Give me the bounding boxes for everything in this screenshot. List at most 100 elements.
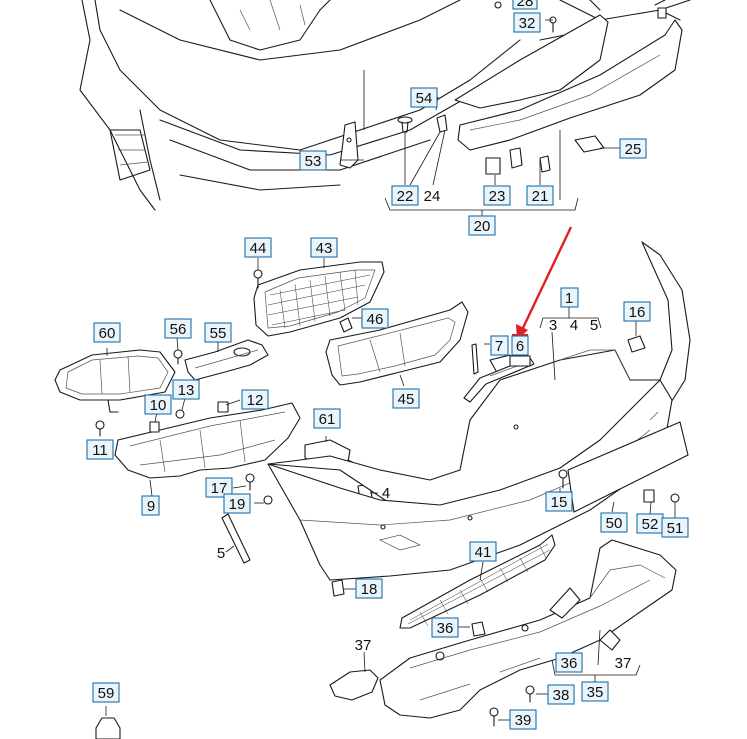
callout-59: 59 (92, 682, 120, 703)
callout-53: 53 (299, 150, 327, 171)
label-5b: 5 (217, 545, 225, 562)
callout-23: 23 (483, 185, 511, 206)
clip-18 (331, 579, 345, 597)
plug-59 (95, 717, 121, 739)
svg-text:18: 18 (361, 581, 378, 598)
svg-text:38: 38 (553, 687, 570, 704)
svg-text:23: 23 (489, 188, 506, 205)
svg-text:16: 16 (629, 304, 646, 321)
svg-text:44: 44 (250, 240, 267, 257)
label-24: 24 (424, 188, 441, 205)
callout-61: 61 (313, 408, 341, 429)
callout-52: 52 (636, 513, 664, 534)
callout-41: 41 (469, 541, 497, 562)
frame-45 (325, 301, 469, 386)
callout-18: 18 (355, 578, 383, 599)
screw-17 (245, 473, 255, 491)
svg-text:37: 37 (615, 655, 632, 672)
lamp-60 (54, 349, 176, 413)
bolt-32 (549, 16, 557, 33)
svg-text:4: 4 (382, 485, 390, 502)
grille-43 (253, 261, 385, 337)
label-4: 4 (570, 317, 578, 334)
callout-36-b: 36 (555, 652, 583, 673)
svg-text:41: 41 (475, 544, 492, 561)
label-3: 3 (549, 317, 557, 334)
svg-text:46: 46 (367, 311, 384, 328)
svg-text:12: 12 (247, 392, 264, 409)
svg-text:54: 54 (416, 90, 433, 107)
callout-38: 38 (547, 684, 575, 705)
svg-text:35: 35 (587, 684, 604, 701)
svg-text:13: 13 (178, 382, 195, 399)
bolt-52 (643, 489, 655, 503)
callout-25: 25 (619, 138, 647, 159)
callout-46: 46 (361, 308, 389, 329)
svg-text:22: 22 (397, 188, 414, 205)
callout-39: 39 (509, 709, 537, 730)
callout-15: 15 (545, 491, 573, 512)
bolt-51 (670, 493, 680, 503)
label-37-a: 37 (355, 637, 372, 654)
svg-text:53: 53 (305, 153, 322, 170)
callout-55: 55 (204, 322, 232, 343)
bracket-55 (184, 339, 269, 381)
clip-36 (471, 621, 486, 637)
screw-15 (558, 469, 568, 489)
callout-54: 54 (410, 87, 438, 108)
mount-7-6 (463, 343, 535, 403)
callout-7: 7 (490, 335, 509, 356)
callout-35: 35 (581, 681, 609, 702)
callout-50: 50 (600, 512, 628, 533)
bolt-28 (494, 1, 502, 9)
svg-text:3: 3 (549, 317, 557, 334)
svg-text:36: 36 (437, 620, 454, 637)
callout-60: 60 (93, 322, 121, 343)
screw-11 (95, 420, 105, 437)
svg-text:20: 20 (474, 218, 491, 235)
screw-38 (525, 685, 535, 703)
callout-11: 11 (86, 439, 114, 460)
clip-24 (436, 114, 448, 133)
callout-56: 56 (164, 318, 192, 339)
trim-strip-5 (221, 513, 251, 564)
callout-43: 43 (310, 237, 338, 258)
svg-text:43: 43 (316, 240, 333, 257)
bracket-53 (339, 121, 359, 169)
label-37-b: 37 (615, 655, 632, 672)
svg-text:9: 9 (147, 498, 155, 515)
svg-text:5: 5 (590, 317, 598, 334)
callout-22: 22 (391, 185, 419, 206)
svg-text:10: 10 (150, 397, 167, 414)
callout-16: 16 (623, 301, 651, 322)
middle-leader-lines (99, 258, 676, 590)
callout-32: 32 (513, 12, 541, 33)
svg-text:56: 56 (170, 321, 187, 338)
svg-text:25: 25 (625, 141, 642, 158)
callout-13: 13 (172, 379, 200, 400)
callout-44: 44 (244, 237, 272, 258)
svg-text:45: 45 (398, 391, 415, 408)
diffuser-35 (379, 539, 677, 719)
clip-13 (175, 409, 185, 419)
svg-text:39: 39 (515, 712, 532, 729)
svg-text:19: 19 (229, 496, 246, 513)
svg-text:11: 11 (92, 442, 108, 459)
svg-text:61: 61 (319, 411, 336, 428)
callout-1: 1 (560, 287, 579, 308)
svg-text:52: 52 (642, 516, 659, 533)
clip-12 (217, 401, 229, 413)
svg-text:50: 50 (606, 515, 623, 532)
svg-text:51: 51 (667, 520, 684, 537)
clip-46 (339, 317, 353, 333)
svg-text:37: 37 (355, 637, 372, 654)
svg-text:59: 59 (98, 685, 115, 702)
svg-text:7: 7 (495, 338, 503, 355)
clip-56 (173, 349, 183, 365)
callout-45: 45 (392, 388, 420, 409)
callout-51: 51 (661, 517, 689, 538)
cover-25 (574, 135, 605, 153)
svg-text:17: 17 (211, 480, 228, 497)
screw-19 (263, 495, 273, 505)
label-4b: 4 (382, 485, 390, 502)
